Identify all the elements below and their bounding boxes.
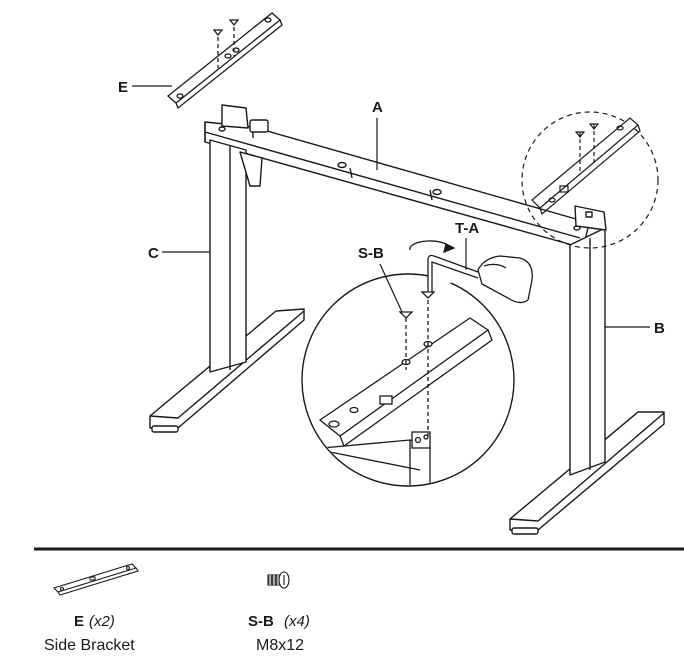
- callout-A: A: [372, 99, 383, 116]
- side-bracket-left: [166, 12, 283, 110]
- screw-icon: [267, 571, 290, 589]
- part-E-code: E: [74, 613, 84, 630]
- left-leg-C: [209, 139, 263, 373]
- left-foot: [149, 308, 305, 433]
- right-mount-plate: [574, 205, 607, 231]
- right-foot: [509, 411, 665, 535]
- screw-detail-magnified: [301, 273, 515, 487]
- part-S-B-name: M8x12: [256, 637, 304, 654]
- bracket-detail-inset: [521, 111, 659, 249]
- parts-list: E (x2) Side Bracket S-B (x4) M8x12: [44, 563, 310, 654]
- callout-E: E: [118, 79, 128, 96]
- motor-box: [221, 104, 269, 133]
- leader-S-B: [379, 263, 403, 313]
- side-bracket-icon: [52, 563, 139, 596]
- right-leg-B: [569, 227, 606, 476]
- callout-S-B: S-B: [358, 245, 384, 262]
- callout-B: B: [654, 320, 665, 337]
- rotation-arrow-icon: [409, 240, 451, 251]
- crossbar-A: [204, 121, 589, 249]
- part-S-B-qty: (x4): [284, 613, 310, 630]
- hand-icon: [477, 255, 533, 304]
- part-S-B-code: S-B: [248, 613, 274, 630]
- callout-T-A: T-A: [455, 220, 479, 237]
- callout-C: C: [148, 245, 159, 262]
- part-E-name: Side Bracket: [44, 637, 135, 654]
- desk-frame-illustration: [149, 104, 665, 535]
- hex-key-tool: [409, 240, 533, 304]
- part-E-qty: (x2): [89, 613, 115, 630]
